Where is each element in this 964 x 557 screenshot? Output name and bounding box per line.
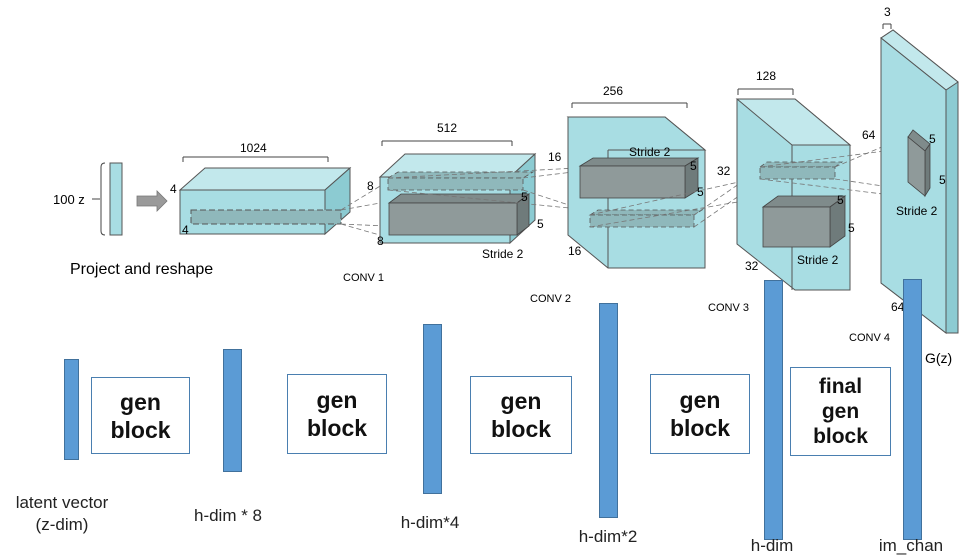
gen-block-1-line2: block <box>110 416 171 443</box>
h4-label: h-dim*4 <box>400 513 460 532</box>
conv3-k1-label: 5 <box>837 193 844 207</box>
h2-bar <box>599 303 618 518</box>
conv2-stride-label: Stride 2 <box>629 145 671 159</box>
im-chan-label: im_chan <box>878 536 944 555</box>
conv1-w-label: 8 <box>377 234 384 248</box>
conv3-block: 128 32 32 5 5 Stride 2 CONV 3 <box>708 69 855 314</box>
conv3-width-label: 128 <box>756 69 776 83</box>
conv1-k1-label: 5 <box>521 190 528 204</box>
conv1-block: 512 8 8 5 5 Stride 2 CONV 1 <box>343 121 544 284</box>
h8-bar <box>223 349 242 472</box>
conv2-width-label: 256 <box>603 84 623 98</box>
project-arrow <box>136 190 168 212</box>
gen-block-4-line1: gen <box>679 387 721 413</box>
conv2-h-label: 16 <box>548 150 562 164</box>
conv2-w-label: 16 <box>568 244 582 258</box>
layer1-w-label: 4 <box>182 223 189 237</box>
conv3-stride-label: Stride 2 <box>797 253 839 267</box>
gen-block-4-line2: block <box>669 415 731 441</box>
h4-bar <box>423 324 442 494</box>
conv1-h-label: 8 <box>367 179 374 193</box>
gen-block-3-line2: block <box>490 416 552 442</box>
conv1-k2-label: 5 <box>537 217 544 231</box>
latent-label-line1: latent vector <box>15 493 109 512</box>
conv3-w-label: 32 <box>745 259 759 273</box>
conv1-name-label: CONV 1 <box>343 272 384 284</box>
conv2-block: 256 16 16 5 5 Stride 2 CONV 2 <box>530 84 707 305</box>
conv4-name-label: CONV 4 <box>849 332 890 344</box>
h8-label: h-dim * 8 <box>193 506 263 525</box>
latent-label-line2: (z-dim) <box>35 515 89 534</box>
output-label: G(z) <box>925 350 952 366</box>
h2-label: h-dim*2 <box>578 527 638 546</box>
conv4-k2-label: 5 <box>939 173 946 187</box>
input-z: 100 z <box>53 162 123 236</box>
conv1-stride-label: Stride 2 <box>482 247 524 261</box>
conv4-h-label: 64 <box>862 128 876 142</box>
latent-label: latent vector (z-dim) <box>2 492 122 536</box>
gen-block-2-line2: block <box>306 415 368 441</box>
reshape-block: 1024 4 4 Project and reshape <box>70 141 352 278</box>
conv2-name-label: CONV 2 <box>530 293 571 305</box>
final-gen-block-line1: final <box>818 375 863 398</box>
conv4-width-label: 3 <box>884 5 891 19</box>
conv4-k1-label: 5 <box>929 132 936 146</box>
h1-label: h-dim <box>750 536 794 555</box>
project-label: Project and reshape <box>70 261 213 278</box>
gen-block-2-line1: gen <box>316 387 358 413</box>
latent-bar <box>64 359 79 460</box>
conv1-width-label: 512 <box>437 121 457 135</box>
conv3-k2-label: 5 <box>848 221 855 235</box>
gen-block-1-line1: gen <box>120 388 161 415</box>
im-chan-bar <box>903 279 922 540</box>
input-label: 100 z <box>53 192 85 207</box>
conv4-stride-label: Stride 2 <box>896 204 938 218</box>
layer1-h-label: 4 <box>170 182 177 196</box>
layer1-width-label: 1024 <box>240 141 267 155</box>
conv3-h-label: 32 <box>717 164 731 178</box>
conv2-k1-label: 5 <box>690 159 697 173</box>
final-gen-block-line2: gen <box>821 400 860 423</box>
conv4-block: 3 64 64 5 5 Stride 2 CONV 4 G(z) <box>849 5 959 366</box>
gen-block-3-line1: gen <box>500 388 542 414</box>
final-gen-block-line3: block <box>813 425 868 448</box>
conv2-k2-label: 5 <box>697 185 704 199</box>
h1-bar <box>764 280 783 540</box>
conv3-name-label: CONV 3 <box>708 302 749 314</box>
conv4-w-label: 64 <box>891 300 905 314</box>
